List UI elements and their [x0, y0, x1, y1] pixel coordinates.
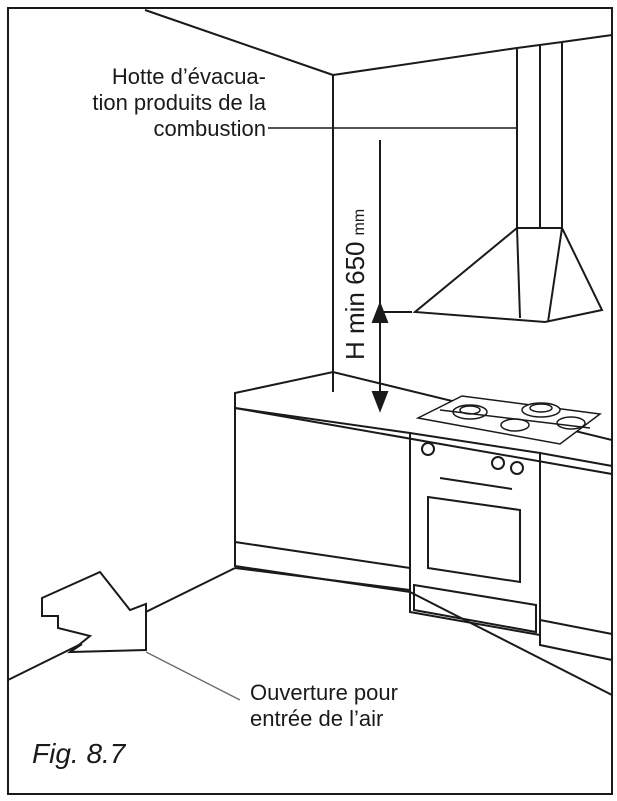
hood-label-line-3: combustion [153, 116, 266, 141]
left-cabinet [234, 406, 411, 594]
oven-knob-2 [491, 456, 505, 470]
height-dimension-label: H min 650 mm [340, 209, 371, 360]
oven [409, 431, 541, 637]
figure-frame [7, 7, 613, 795]
hood-label-line-2: tion produits de la [92, 90, 266, 115]
height-dimension-arrow [371, 140, 412, 413]
air-pointer-line [145, 651, 241, 701]
gas-hob [415, 395, 602, 445]
oven-handle [439, 477, 513, 490]
countertop [234, 370, 613, 476]
figure-caption: Fig. 8.7 [32, 738, 126, 769]
air-label-line-1: Ouverture pour [250, 680, 398, 705]
range-hood [412, 40, 604, 324]
height-value: H min 650 [340, 241, 370, 361]
hood-label: Hotte d’évacua- tion produits de la comb… [28, 64, 266, 142]
oven-knob-3 [510, 461, 524, 475]
right-cabinet [409, 451, 613, 696]
air-inlet-arrow [41, 570, 147, 654]
hood-canopy [412, 227, 604, 324]
height-unit: mm [351, 208, 368, 236]
air-inlet-label: Ouverture pour entrée de l’air [250, 680, 490, 732]
hood-label-line-1: Hotte d’évacua- [111, 64, 266, 89]
air-label-line-2: entrée de l’air [250, 706, 384, 731]
oven-window [427, 495, 521, 584]
oven-knob-1 [421, 442, 435, 456]
